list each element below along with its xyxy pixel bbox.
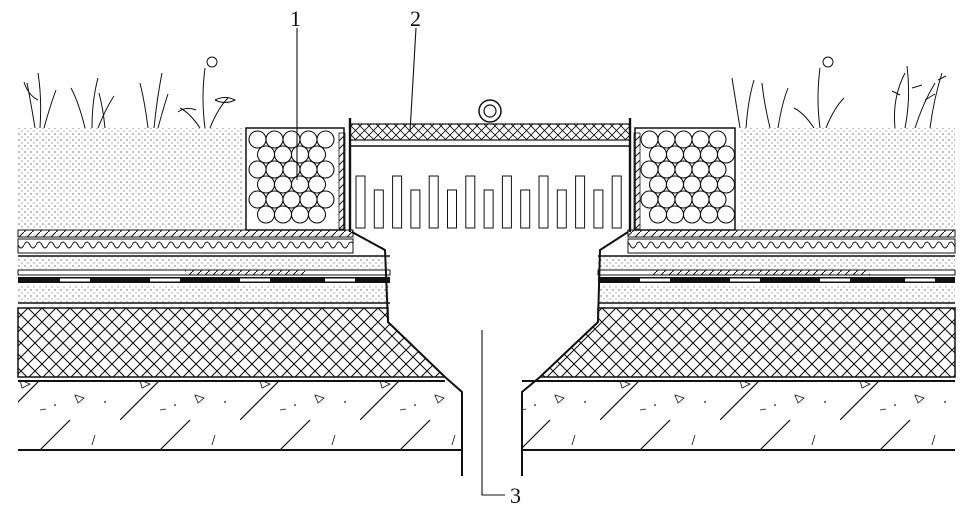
callout-label-1: 1 xyxy=(290,6,301,31)
layer-stack-left xyxy=(17,229,462,451)
plant-sketch-icon xyxy=(23,56,237,129)
callout-label-3: 3 xyxy=(510,483,521,508)
grate-slots xyxy=(355,175,622,229)
pebble-circles-icon xyxy=(248,130,335,224)
callout-label-2: 2 xyxy=(410,6,421,31)
soil-substrate-left xyxy=(18,128,242,228)
drain-outlet-pipe xyxy=(351,231,629,476)
layer-stack-right xyxy=(522,229,956,451)
gravel-strip-right xyxy=(633,127,736,231)
pebble-circles-icon xyxy=(640,130,736,224)
callout-leaders xyxy=(296,27,505,496)
inspection-chamber xyxy=(348,99,632,232)
gravel-strip-left xyxy=(245,127,346,231)
plant-sketch-icon xyxy=(731,56,947,129)
soil-substrate-right xyxy=(740,128,955,228)
